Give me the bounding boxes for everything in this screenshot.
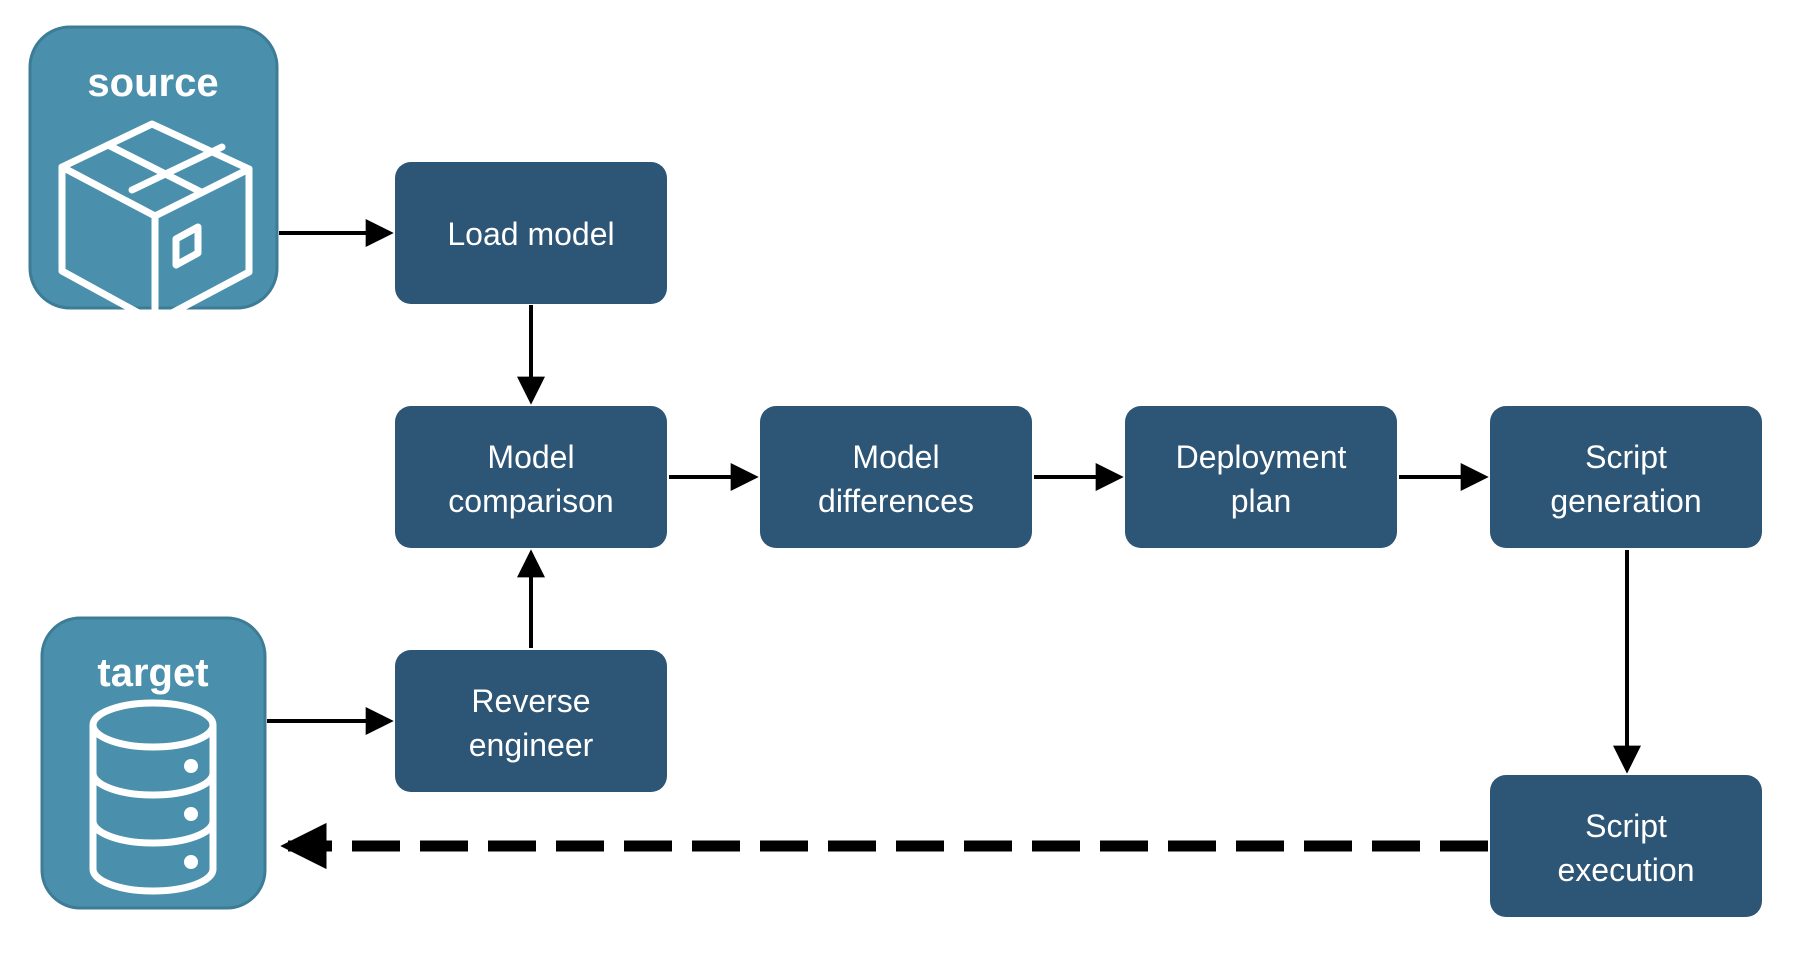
- node-reverse-engineer[interactable]: Reverse engineer: [395, 650, 667, 792]
- script-generation-label-line-2: generation: [1550, 483, 1701, 519]
- script-generation-shape: [1490, 406, 1762, 548]
- node-target[interactable]: target: [40, 616, 267, 910]
- database-status-dot-1: [184, 759, 198, 773]
- target-node-shape: [40, 616, 267, 910]
- node-script-execution[interactable]: Script execution: [1490, 775, 1762, 917]
- edges-layer: [267, 219, 1641, 870]
- package-box-icon: [58, 120, 253, 326]
- model-comparison-label-line-1: Model: [487, 439, 574, 475]
- script-generation-label-line-1: Script: [1585, 439, 1667, 475]
- database-cylinder-icon: [89, 699, 217, 895]
- target-node-label: target: [97, 651, 208, 695]
- node-load-model[interactable]: Load model: [395, 162, 667, 304]
- script-execution-label-line-2: execution: [1558, 852, 1695, 888]
- model-comparison-label-line-2: comparison: [448, 483, 613, 519]
- node-deployment-plan[interactable]: Deployment plan: [1125, 406, 1397, 548]
- load-model-shape: [395, 162, 667, 304]
- database-status-dot-3: [184, 855, 198, 869]
- script-execution-shape: [1490, 775, 1762, 917]
- model-differences-label-line-2: differences: [818, 483, 974, 519]
- reverse-engineer-label-line-2: engineer: [469, 727, 594, 763]
- node-model-comparison[interactable]: Model comparison: [395, 406, 667, 548]
- script-execution-label-line-1: Script: [1585, 808, 1667, 844]
- model-comparison-shape: [395, 406, 667, 548]
- model-differences-label-line-1: Model: [852, 439, 939, 475]
- source-node-label: source: [87, 61, 218, 105]
- load-model-label-line-1: Load model: [447, 216, 614, 252]
- node-source[interactable]: source: [28, 25, 279, 326]
- deployment-plan-label-line-1: Deployment: [1176, 439, 1347, 475]
- reverse-engineer-label-line-1: Reverse: [471, 683, 590, 719]
- model-differences-shape: [760, 406, 1032, 548]
- node-model-differences[interactable]: Model differences: [760, 406, 1032, 548]
- deployment-plan-label-line-2: plan: [1231, 483, 1292, 519]
- deployment-plan-shape: [1125, 406, 1397, 548]
- reverse-engineer-shape: [395, 650, 667, 792]
- node-script-generation[interactable]: Script generation: [1490, 406, 1762, 548]
- database-status-dot-2: [184, 807, 198, 821]
